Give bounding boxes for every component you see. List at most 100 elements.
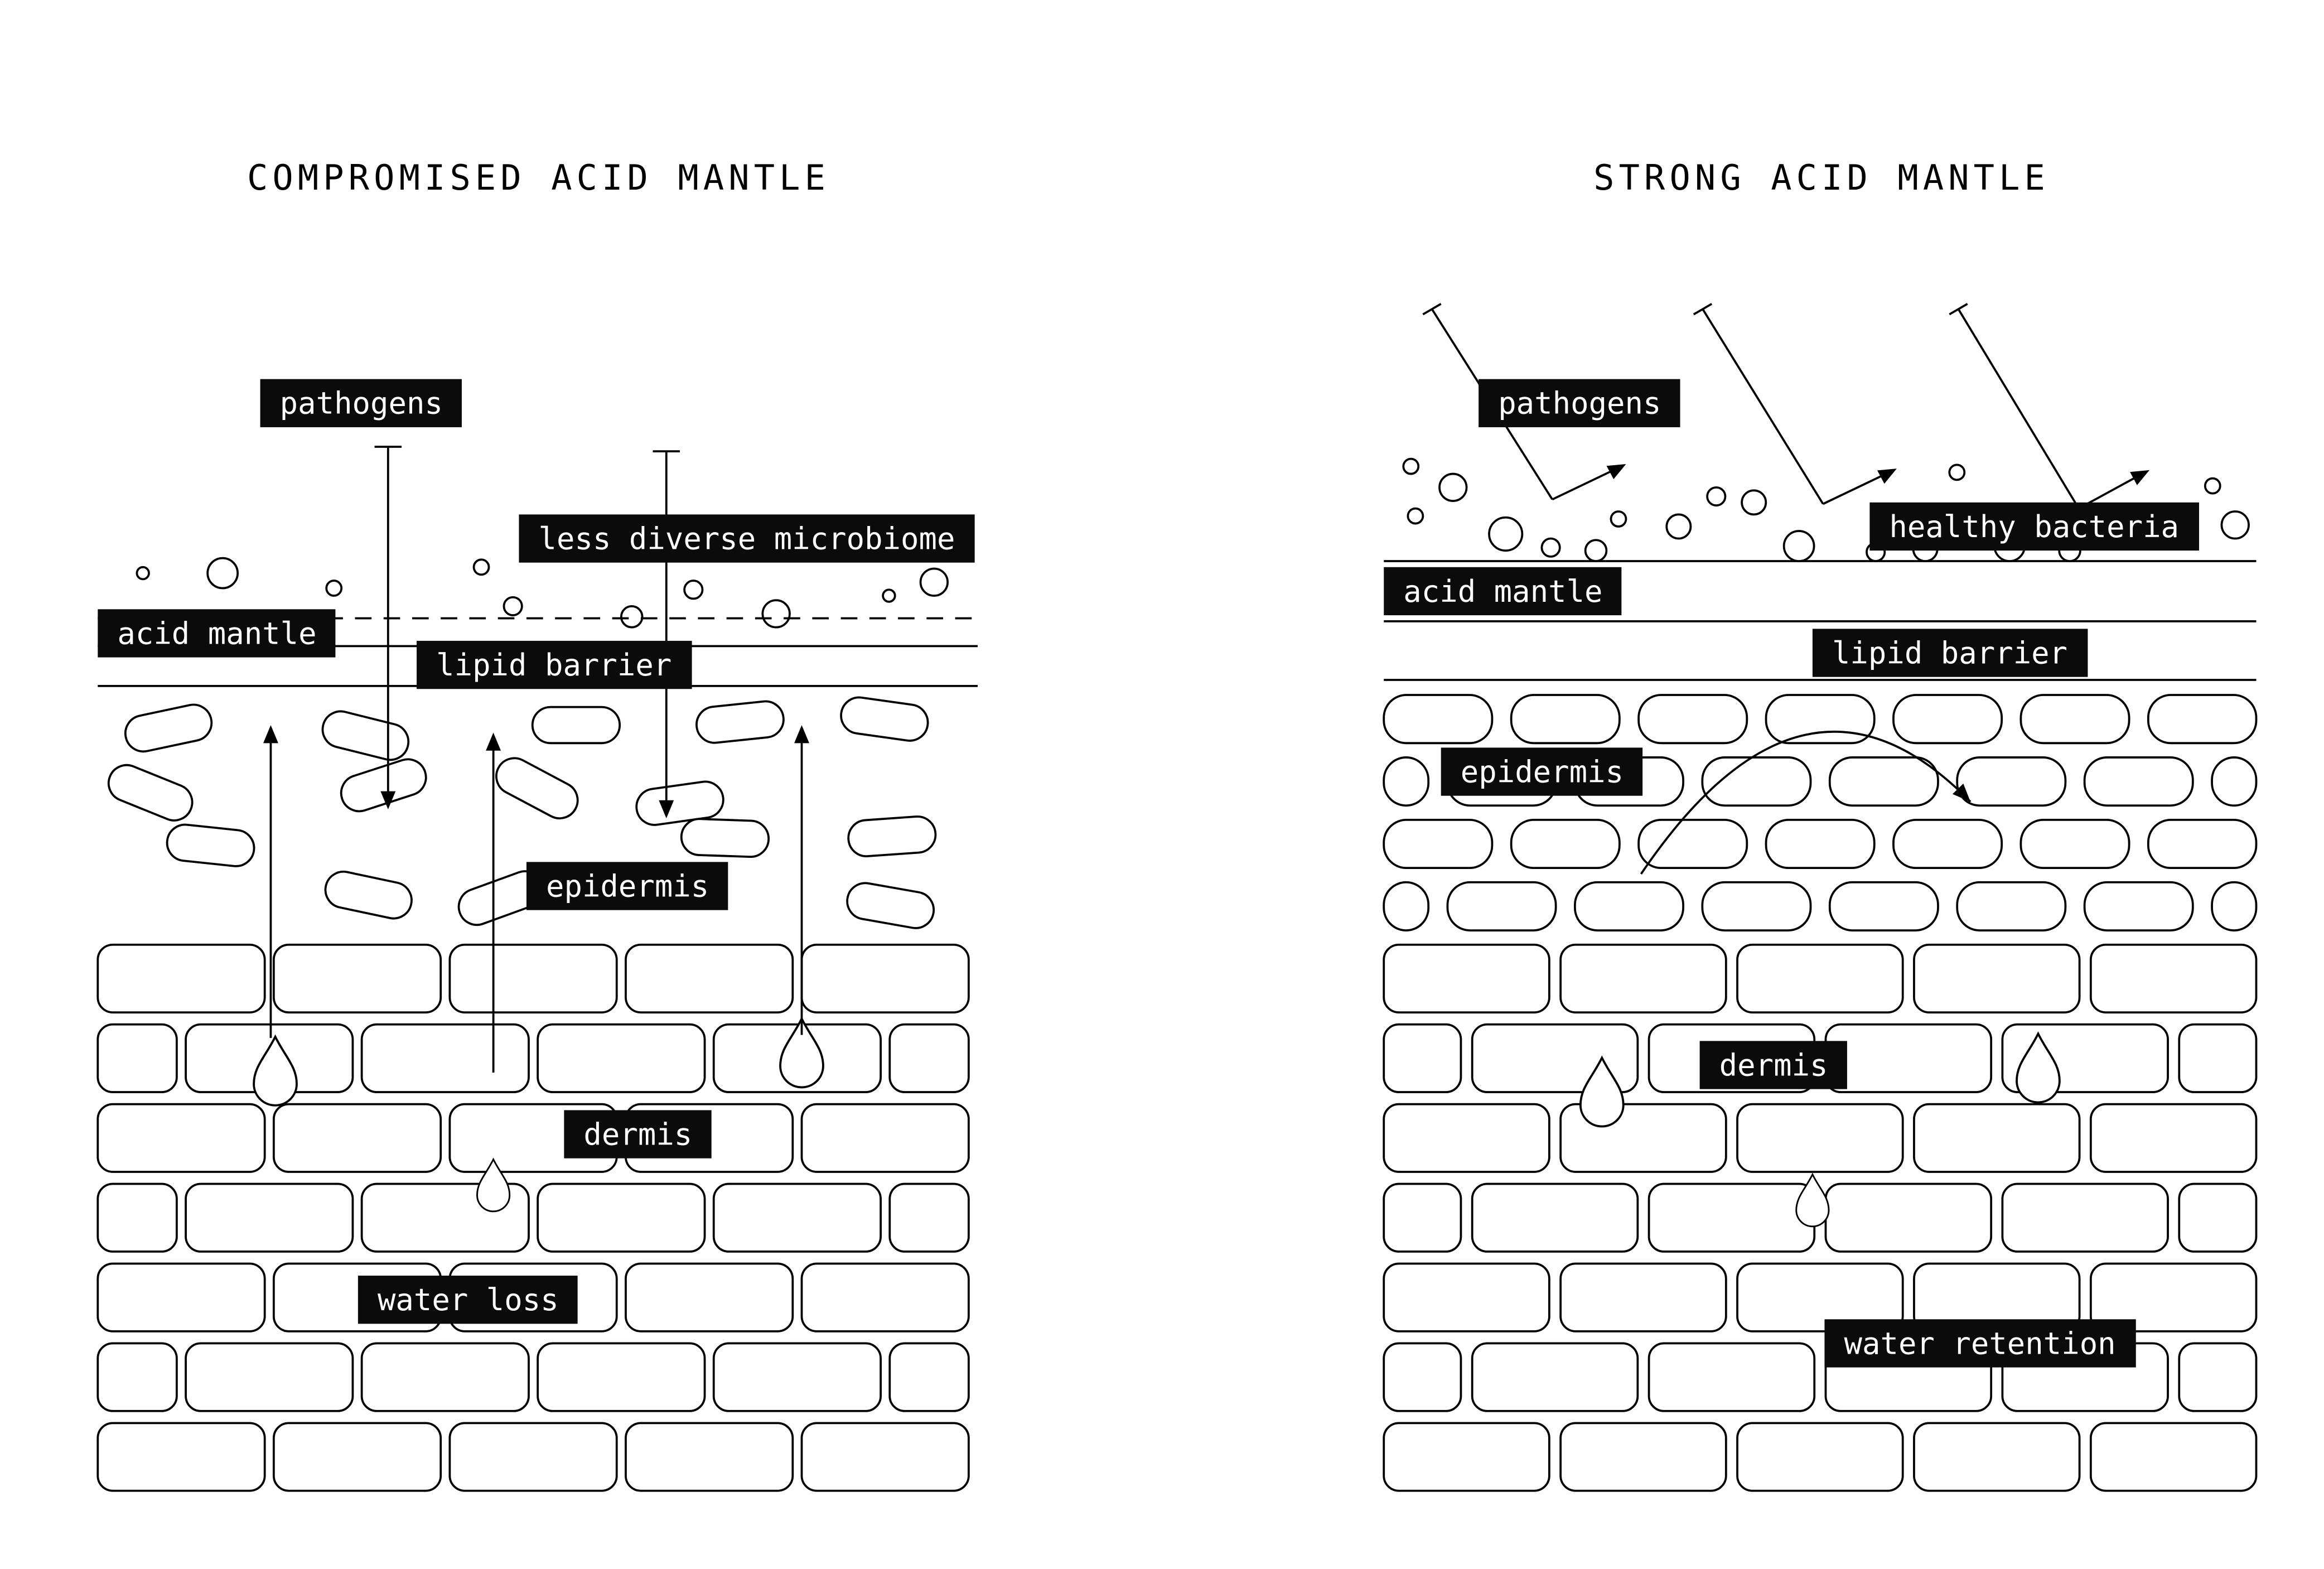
dermis-cell <box>1647 1182 1816 1253</box>
epidermis-cell <box>495 757 579 820</box>
epidermis-cell <box>321 710 410 761</box>
dermis-cells-right <box>1383 943 2258 1492</box>
dermis-cell <box>2089 1262 2258 1333</box>
left-panel-title: COMPROMISED ACID MANTLE <box>247 159 830 199</box>
epidermis-cell <box>1701 881 1812 931</box>
epidermis-cell <box>324 870 413 920</box>
dermis-cell <box>1383 1342 1462 1412</box>
dermis-cell <box>537 1023 706 1093</box>
label-pathogens-left: pathogens <box>260 379 462 427</box>
microbiome-circles-left <box>136 557 949 629</box>
microbe-circle <box>1665 513 1692 540</box>
epidermis-cell <box>2147 818 2258 870</box>
epidermis-cell <box>1765 818 1876 870</box>
epidermis-cell <box>1574 881 1684 931</box>
epidermis-cell <box>680 818 770 858</box>
arrowhead-up-icon <box>486 732 501 751</box>
water-loss-arrow-3 <box>794 725 809 1035</box>
label-healthy-bacteria: healthy bacteria <box>1869 502 2199 551</box>
dermis-cell <box>1913 1103 2081 1173</box>
epidermis-cell <box>1383 756 1430 807</box>
dermis-cell <box>625 1262 794 1333</box>
epidermis-cell <box>1956 881 2067 931</box>
dermis-cell <box>1383 1023 1462 1093</box>
epidermis-cell <box>2083 881 2194 931</box>
microbe-circle <box>1782 530 1815 562</box>
dermis-cell <box>1913 943 2081 1013</box>
dermis-cell <box>448 943 618 1013</box>
dermis-cell <box>1559 1262 1727 1333</box>
dermis-cell <box>2001 1182 2169 1253</box>
epidermis-cells-left <box>107 696 937 929</box>
arrowhead-up-icon <box>263 725 278 744</box>
epidermis-cell <box>1383 818 1494 870</box>
right-panel <box>1383 303 2258 1492</box>
epidermis-cell <box>124 703 213 753</box>
dermis-cell <box>800 1262 970 1333</box>
epidermis-cell <box>846 882 935 929</box>
dermis-cell <box>1559 943 1727 1013</box>
microbe-circle <box>206 557 239 590</box>
dermis-cell <box>360 1342 530 1412</box>
dermis-cell <box>272 1422 442 1492</box>
epidermis-cell <box>1828 756 1939 807</box>
microbe-circle <box>136 566 150 581</box>
dermis-cell <box>1736 1422 1904 1492</box>
dermis-cell <box>888 1023 970 1093</box>
microbe-circle <box>1706 486 1727 507</box>
epidermis-cell <box>1383 694 1494 745</box>
epidermis-cell <box>1510 818 1621 870</box>
healthy-bacteria-circles <box>1402 457 2250 562</box>
dermis-cell <box>625 1422 794 1492</box>
dermis-cell <box>800 1103 970 1173</box>
dermis-cell <box>1824 1182 1993 1253</box>
epidermis-cell <box>166 823 255 867</box>
label-water-retention: water retention <box>1824 1319 2135 1368</box>
deflected-pathogen-arrow-3 <box>1949 303 2153 510</box>
epidermis-cell <box>1956 756 2067 807</box>
right-panel-title: STRONG ACID MANTLE <box>1593 159 2050 199</box>
microbe-circle <box>1407 507 1424 525</box>
dermis-cell <box>185 1342 354 1412</box>
microbe-circle <box>620 605 644 629</box>
label-water-loss: water loss <box>357 1276 578 1324</box>
dermis-cell <box>1559 1422 1727 1492</box>
microbe-circle <box>882 588 896 603</box>
epidermis-cell <box>107 764 194 822</box>
dermis-cell <box>537 1182 706 1253</box>
epidermis-cell <box>1637 818 1748 870</box>
dermis-cell <box>2178 1342 2258 1412</box>
pathogen-arrow-left-1 <box>374 446 402 809</box>
epidermis-cell <box>635 780 724 826</box>
dermis-cell <box>2089 1103 2258 1173</box>
microbe-circle <box>2204 477 2221 495</box>
label-epidermis-right: epidermis <box>1441 747 1644 796</box>
label-acid-mantle-right: acid mantle <box>1384 567 1622 616</box>
epidermis-cell <box>1765 694 1876 745</box>
label-epidermis-left: epidermis <box>526 862 729 910</box>
dermis-cell <box>96 1023 178 1093</box>
dermis-cell <box>96 943 266 1013</box>
epidermis-cell <box>340 758 427 813</box>
water-droplet <box>1795 1174 1830 1228</box>
label-less-diverse-microbiome: less diverse microbiome <box>519 514 975 563</box>
epidermis-cell <box>1637 694 1748 745</box>
dermis-cell <box>96 1422 266 1492</box>
water-loss-arrow-2 <box>486 732 501 1073</box>
deflected-pathogen-arrow-2 <box>1693 303 1901 505</box>
dermis-cell <box>1383 1262 1550 1333</box>
label-pathogens-right: pathogens <box>1479 379 1681 427</box>
microbe-circle <box>1438 472 1468 502</box>
dermis-cell <box>888 1342 970 1412</box>
epidermis-cell <box>1701 756 1812 807</box>
microbe-circle <box>683 580 704 600</box>
arrowhead-deflect-icon <box>1877 462 1901 484</box>
dermis-cell <box>1736 1262 1904 1333</box>
microbe-circle <box>1402 457 1420 475</box>
epidermis-cell <box>1383 881 1430 931</box>
microbe-circle <box>1540 537 1561 558</box>
dermis-cell <box>1383 943 1550 1013</box>
epidermis-cell <box>1446 881 1557 931</box>
epidermis-cell <box>840 696 929 742</box>
